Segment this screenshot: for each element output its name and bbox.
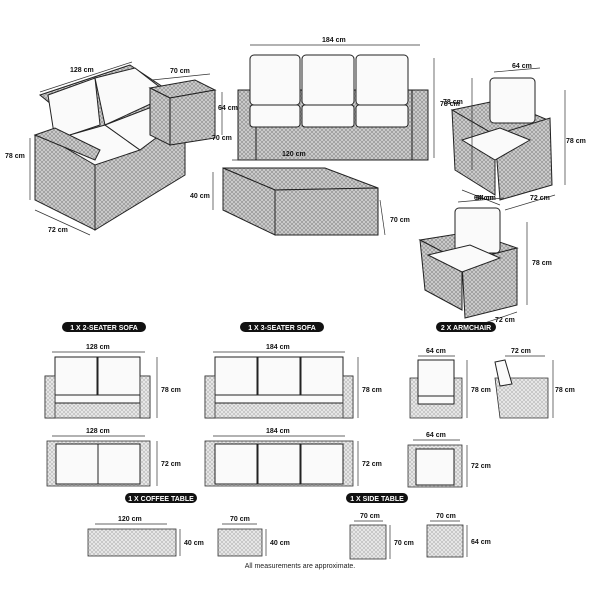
svg-text:1 X 3-SEATER SOFA: 1 X 3-SEATER SOFA: [248, 325, 316, 332]
coffee-side-height-label: 40 cm: [270, 540, 290, 547]
label-2-seater-sofa: 1 X 2-SEATER SOFA: [62, 322, 146, 332]
iso-arm1-width-label: 64 cm: [512, 63, 532, 70]
side-top-width-label: 70 cm: [360, 513, 380, 520]
armchair-side-view: 72 cm 78 cm: [494, 348, 575, 419]
iso-coffee-height-label: 40 cm: [190, 193, 210, 200]
sofa2-top-depth-label: 72 cm: [161, 461, 181, 468]
sofa3-front-width-label: 184 cm: [266, 344, 290, 351]
armchair-side-height-label: 78 cm: [555, 387, 575, 394]
iso-arm2-height-label: 78 cm: [532, 260, 552, 267]
iso-coffee-table: 120 cm 40 cm 70 cm: [190, 151, 410, 236]
coffee-table-top-view: 120 cm 40 cm: [87, 516, 204, 557]
sofa2-front-view: 128 cm 78 cm: [44, 344, 181, 419]
svg-text:2 X ARMCHAIR: 2 X ARMCHAIR: [441, 325, 491, 332]
iso-sofa2-width-label: 128 cm: [70, 67, 94, 74]
iso-armchair-top: 64 cm 78 cm 78 cm 64 cm 72 cm: [443, 63, 586, 211]
armchair-front-width-label: 64 cm: [426, 348, 446, 355]
iso-side-depth-label: 70 cm: [212, 135, 232, 142]
iso-arm1-depth-label: 72 cm: [530, 195, 550, 202]
coffee-table-side-view: 70 cm 40 cm: [217, 516, 290, 557]
svg-text:1 X SIDE TABLE: 1 X SIDE TABLE: [350, 496, 404, 503]
coffee-top-width-label: 120 cm: [118, 516, 142, 523]
sofa3-top-view: 184 cm 72 cm: [204, 428, 382, 487]
armchair-front-view: 64 cm 78 cm: [409, 348, 491, 419]
label-side-table: 1 X SIDE TABLE: [346, 493, 408, 503]
iso-side-width-label: 70 cm: [170, 68, 190, 75]
sofa2-top-width-label: 128 cm: [86, 428, 110, 435]
side-top-depth-label: 70 cm: [394, 540, 414, 547]
sofa2-top-view: 128 cm 72 cm: [46, 428, 181, 487]
armchair-top-view: 64 cm 72 cm: [407, 432, 491, 488]
sofa3-front-view: 184 cm 78 cm: [204, 344, 382, 419]
label-armchair: 2 X ARMCHAIR: [436, 322, 496, 332]
iso-arm2-width-label: 64 cm: [474, 195, 494, 202]
iso-arm1-height-left-label: 78 cm: [443, 99, 463, 106]
iso-sofa3-height-label: 78 cm: [440, 101, 460, 108]
iso-coffee-width-label: 120 cm: [282, 151, 306, 158]
coffee-top-depth-label: 40 cm: [184, 540, 204, 547]
footer-note: All measurements are approximate.: [244, 563, 356, 570]
armchair-side-depth-label: 72 cm: [511, 348, 531, 355]
iso-sofa2-height-label: 78 cm: [5, 153, 25, 160]
iso-side-height-label: 64 cm: [218, 105, 238, 112]
svg-text:1 X 2-SEATER SOFA: 1 X 2-SEATER SOFA: [70, 325, 138, 332]
label-3-seater-sofa: 1 X 3-SEATER SOFA: [240, 322, 324, 332]
side-table-front-view: 70 cm 64 cm: [426, 513, 491, 558]
svg-text:1 X COFFEE TABLE: 1 X COFFEE TABLE: [128, 496, 194, 503]
sofa3-top-width-label: 184 cm: [266, 428, 290, 435]
sofa3-top-depth-label: 72 cm: [362, 461, 382, 468]
iso-2-seater-sofa: 128 cm 78 cm 72 cm: [5, 61, 186, 236]
label-coffee-table: 1 X COFFEE TABLE: [125, 493, 197, 503]
armchair-front-height-label: 78 cm: [471, 387, 491, 394]
sofa2-front-width-label: 128 cm: [86, 344, 110, 351]
armchair-top-depth-label: 72 cm: [471, 463, 491, 470]
side-table-top-view: 70 cm 70 cm: [349, 513, 414, 560]
iso-coffee-depth-label: 70 cm: [390, 217, 410, 224]
coffee-side-width-label: 70 cm: [230, 516, 250, 523]
iso-armchair-bottom: 64 cm 78 cm 72 cm: [418, 195, 552, 329]
iso-arm1-width-bottom-label: 64 cm: [476, 195, 496, 202]
iso-arm2-depth-label: 72 cm: [495, 317, 515, 324]
iso-side-table: 70 cm 64 cm 70 cm: [148, 68, 238, 146]
sofa3-front-height-label: 78 cm: [362, 387, 382, 394]
side-front-width-label: 70 cm: [436, 513, 456, 520]
armchair-top-width-label: 64 cm: [426, 432, 446, 439]
iso-arm1-height-right-label: 78 cm: [566, 138, 586, 145]
sofa2-front-height-label: 78 cm: [161, 387, 181, 394]
side-front-height-label: 64 cm: [471, 539, 491, 546]
iso-3-seater-sofa: 184 cm 78 cm: [237, 37, 460, 161]
iso-sofa3-width-label: 184 cm: [322, 37, 346, 44]
iso-sofa2-depth-label: 72 cm: [48, 227, 68, 234]
